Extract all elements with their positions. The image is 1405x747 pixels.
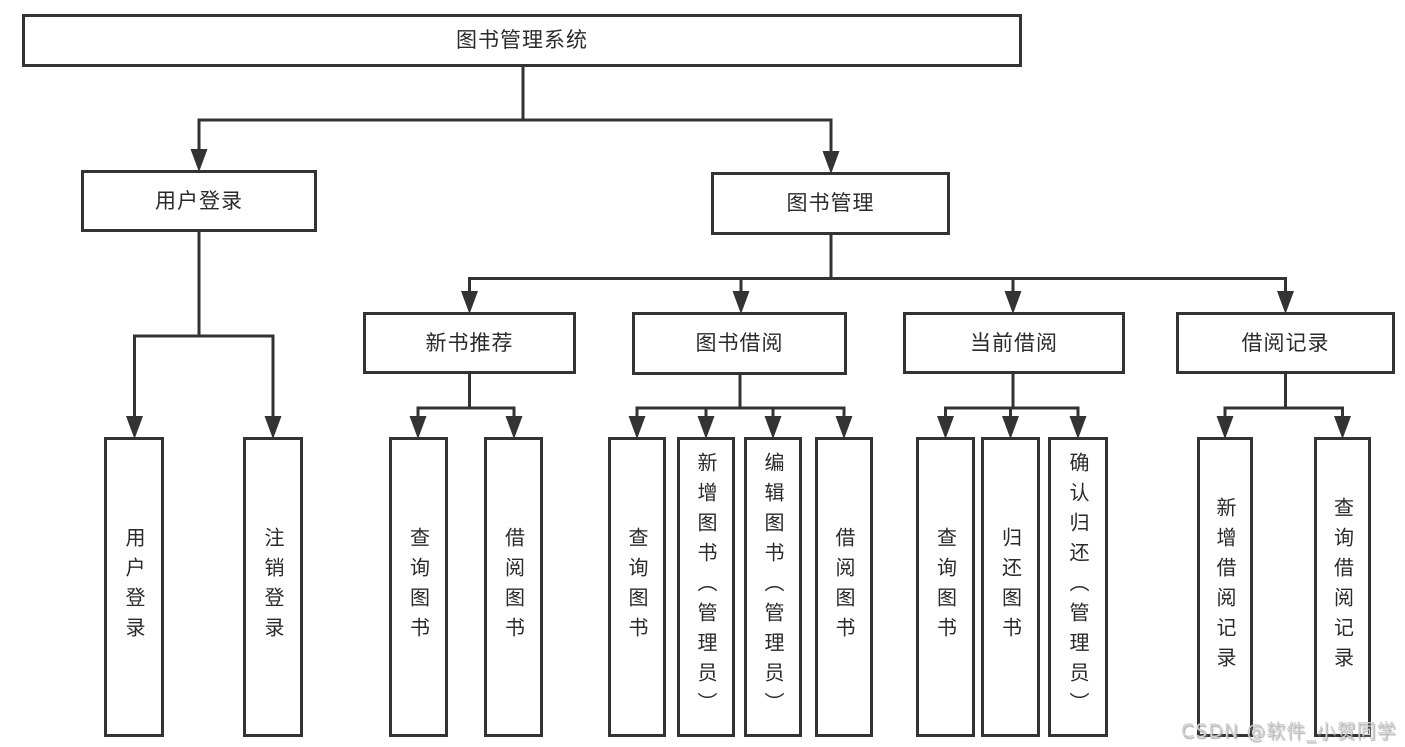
csdn-watermark: CSDN @软件_小贺同学 (1181, 720, 1397, 742)
node-leaf-confirm-return-admin: 确认归还（管理员） (1048, 437, 1108, 737)
node-leaf-query-books-2: 查询图书 (608, 437, 666, 737)
connector-paths (133, 60, 1344, 417)
node-current-borrowing: 当前借阅 (903, 312, 1125, 374)
node-leaf-borrow-books-2: 借阅图书 (815, 437, 873, 737)
node-leaf-edit-books-admin: 编辑图书（管理员） (744, 437, 802, 737)
arrowheads (126, 149, 1351, 439)
node-new-book-recommendation: 新书推荐 (363, 312, 576, 374)
node-leaf-return-books: 归还图书 (981, 437, 1040, 737)
node-leaf-borrow-books-1: 借阅图书 (484, 437, 543, 737)
node-book-borrowing: 图书借阅 (632, 312, 847, 375)
node-book-management: 图书管理 (711, 172, 950, 235)
node-leaf-query-books-1: 查询图书 (389, 437, 448, 737)
node-user-login: 用户登录 (81, 170, 317, 232)
node-leaf-add-books-admin: 新增图书（管理员） (677, 437, 735, 737)
node-borrowing-records: 借阅记录 (1176, 312, 1395, 374)
node-library-management-system: 图书管理系统 (22, 14, 1022, 67)
node-leaf-user-login: 用户登录 (104, 437, 164, 737)
node-leaf-logout: 注销登录 (243, 437, 303, 737)
node-leaf-add-borrow-record: 新增借阅记录 (1197, 437, 1253, 737)
node-leaf-query-books-3: 查询图书 (916, 437, 975, 737)
node-leaf-query-borrow-record: 查询借阅记录 (1314, 437, 1371, 737)
